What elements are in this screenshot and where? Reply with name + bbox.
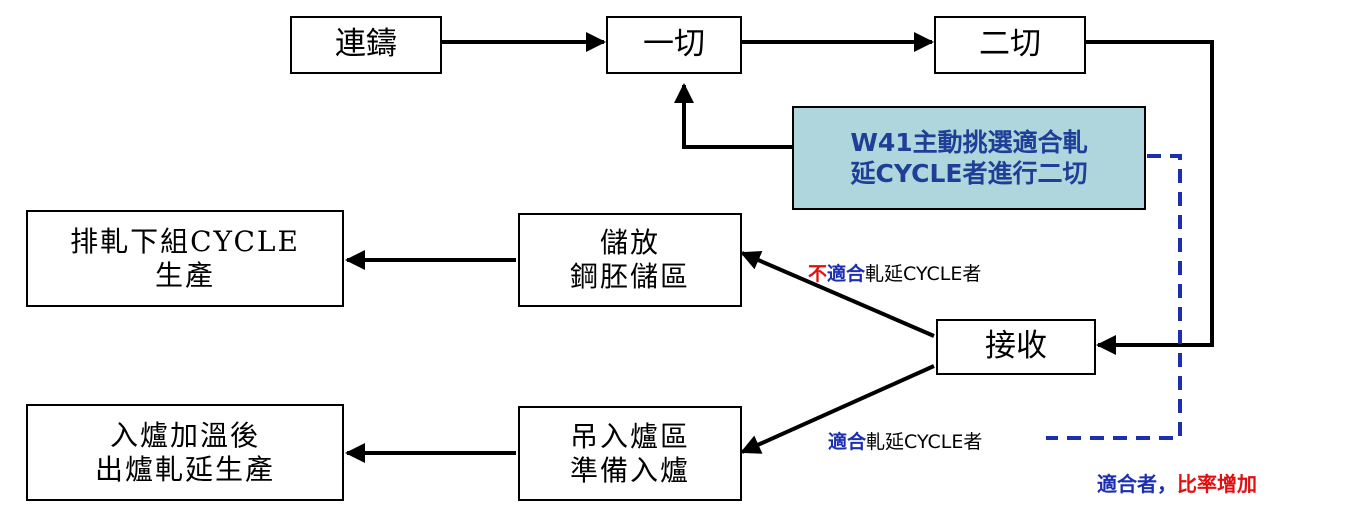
box-continuous-casting: 連鑄 [290, 16, 442, 74]
label-suitable-note: 適合者，比率增加 [1097, 468, 1257, 497]
box-continuous-casting-line-1: 連鑄 [335, 26, 397, 63]
label-suitable: 適合軋延CYCLE者 [828, 427, 982, 454]
box-furnace-production-line-1: 入爐加溫後 [109, 418, 260, 452]
box-storage-line-1: 儲放 [599, 226, 660, 260]
label-suitable-note-comma: ， [1157, 472, 1177, 496]
box-w41-select: W41主動挑選適合軋 延CYCLE者進行二切 [792, 106, 1146, 210]
box-furnace-production: 入爐加溫後 出爐軋延生產 [26, 404, 344, 501]
box-next-cycle-line-1: 排軋下組CYCLE [70, 224, 300, 258]
box-lift-furnace-line-1: 吊入爐區 [569, 419, 690, 453]
box-next-cycle: 排軋下組CYCLE 生產 [26, 210, 344, 307]
box-lift-furnace: 吊入爐區 準備入爐 [518, 406, 742, 501]
box-w41-select-line-2: 延CYCLE者進行二切 [850, 159, 1088, 188]
arrow-second-cut-to-receive [1086, 40, 1214, 355]
arrow-receive-to-lift-furnace [740, 364, 935, 454]
label-suitable-note-ratio: 比率增加 [1177, 472, 1257, 496]
label-unsuitable: 不適合軋延CYCLE者 [808, 259, 981, 286]
label-unsuitable-rest: 軋延CYCLE者 [865, 263, 982, 285]
arrow-receive-to-storage [740, 250, 935, 338]
box-storage: 儲放 鋼胚儲區 [518, 213, 742, 307]
label-unsuitable-fit: 適合 [827, 263, 866, 285]
label-suitable-note-who: 適合者 [1097, 472, 1157, 496]
box-next-cycle-line-2: 生產 [154, 258, 215, 292]
box-first-cut-line-1: 一切 [643, 26, 705, 63]
label-unsuitable-neg: 不 [808, 263, 828, 285]
box-lift-furnace-line-2: 準備入爐 [569, 453, 690, 487]
label-suitable-fit: 適合 [828, 431, 867, 453]
label-suitable-rest: 軋延CYCLE者 [866, 431, 983, 453]
dashed-suitable-line [1046, 154, 1182, 440]
box-first-cut: 一切 [606, 16, 742, 74]
box-storage-line-2: 鋼胚儲區 [569, 260, 690, 293]
box-second-cut-line-1: 二切 [979, 26, 1041, 63]
box-w41-select-line-1: W41主動挑選適合軋 [850, 127, 1088, 157]
arrow-w41-to-first-cut [674, 83, 792, 149]
box-receive: 接收 [936, 319, 1096, 375]
box-furnace-production-line-2: 出爐軋延生產 [94, 452, 275, 486]
box-second-cut: 二切 [934, 16, 1086, 74]
box-receive-line-1: 接收 [985, 328, 1047, 365]
